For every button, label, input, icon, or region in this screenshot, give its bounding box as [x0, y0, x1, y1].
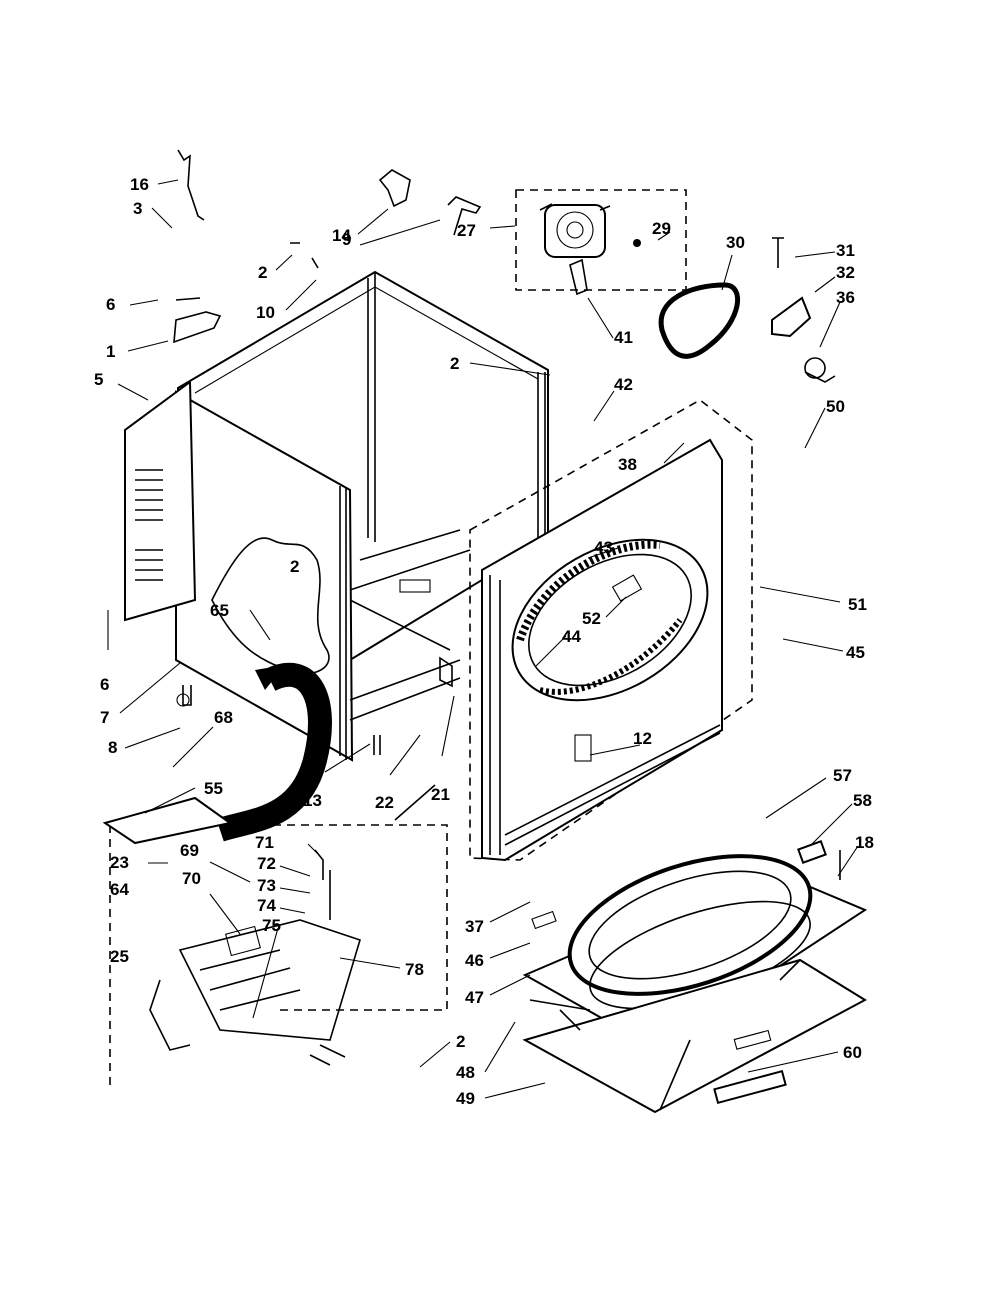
exhaust-duct [216, 662, 332, 842]
leader-lines [107, 179, 859, 1099]
part-label-74: 74 [257, 896, 276, 915]
part-label-10: 10 [256, 303, 275, 322]
part-label-27: 27 [457, 221, 476, 240]
part-label-47: 47 [465, 988, 484, 1007]
part-label-3: 3 [133, 199, 142, 218]
part-label-49: 49 [456, 1089, 475, 1108]
part-label-18: 18 [855, 833, 874, 852]
part-label-55: 55 [204, 779, 223, 798]
part-label-38: 38 [618, 455, 637, 474]
part-label-60: 60 [843, 1043, 862, 1062]
part-label-32: 32 [836, 263, 855, 282]
part-label-29: 29 [652, 219, 671, 238]
part-label-8: 8 [108, 738, 117, 757]
part-label-68: 68 [214, 708, 233, 727]
vent-slots [135, 469, 163, 581]
part-label-58: 58 [853, 791, 872, 810]
part-label-16: 16 [130, 175, 149, 194]
part-label-51: 51 [848, 595, 867, 614]
small-parts-top [173, 149, 482, 344]
part-label-48: 48 [456, 1063, 475, 1082]
part-label-36: 36 [836, 288, 855, 307]
part-label-43: 43 [594, 538, 613, 557]
part-label-78: 78 [405, 960, 424, 979]
part-label-2-bottom: 2 [456, 1032, 465, 1051]
part-label-21: 21 [431, 785, 450, 804]
part-label-12: 12 [633, 729, 652, 748]
part-label-23: 23 [110, 853, 129, 872]
part-labels: 16 3 14 27 29 30 31 32 36 2 9 10 6 1 5 2… [94, 175, 874, 1108]
part-label-30: 30 [726, 233, 745, 252]
part-label-75: 75 [262, 916, 281, 935]
base-assembly [522, 840, 868, 1114]
part-label-70: 70 [182, 869, 201, 888]
part-label-52: 52 [582, 609, 601, 628]
timer-assembly-group [515, 189, 687, 291]
part-label-22: 22 [375, 793, 394, 812]
part-label-13: 13 [303, 791, 322, 810]
part-label-6-bottom: 6 [100, 675, 109, 694]
part-label-25: 25 [110, 947, 129, 966]
part-label-41: 41 [614, 328, 633, 347]
part-label-2-center: 2 [450, 354, 459, 373]
part-label-7: 7 [100, 708, 109, 727]
drive-belt [658, 282, 741, 359]
part-label-9: 9 [342, 230, 351, 249]
part-label-5: 5 [94, 370, 103, 389]
misc-parts [102, 258, 588, 845]
part-label-45: 45 [846, 643, 865, 662]
part-label-46: 46 [465, 951, 484, 970]
part-label-69: 69 [180, 841, 199, 860]
part-label-57: 57 [833, 766, 852, 785]
part-label-6-top: 6 [106, 295, 115, 314]
part-label-1: 1 [106, 342, 115, 361]
part-label-64: 64 [110, 880, 129, 899]
part-label-2-side: 2 [290, 557, 299, 576]
part-label-14: 14 [332, 226, 351, 245]
part-label-44: 44 [562, 627, 581, 646]
part-label-37: 37 [465, 917, 484, 936]
part-label-65: 65 [210, 601, 229, 620]
part-label-2-top: 2 [258, 263, 267, 282]
part-label-73: 73 [257, 876, 276, 895]
part-label-72: 72 [257, 854, 276, 873]
part-label-31: 31 [836, 241, 855, 260]
front-panel [469, 399, 753, 862]
part-label-71: 71 [255, 833, 274, 852]
part-label-42: 42 [614, 375, 633, 394]
part-label-50: 50 [826, 397, 845, 416]
idler-bracket-group [771, 237, 836, 383]
terminal-block-assembly [109, 824, 448, 1085]
